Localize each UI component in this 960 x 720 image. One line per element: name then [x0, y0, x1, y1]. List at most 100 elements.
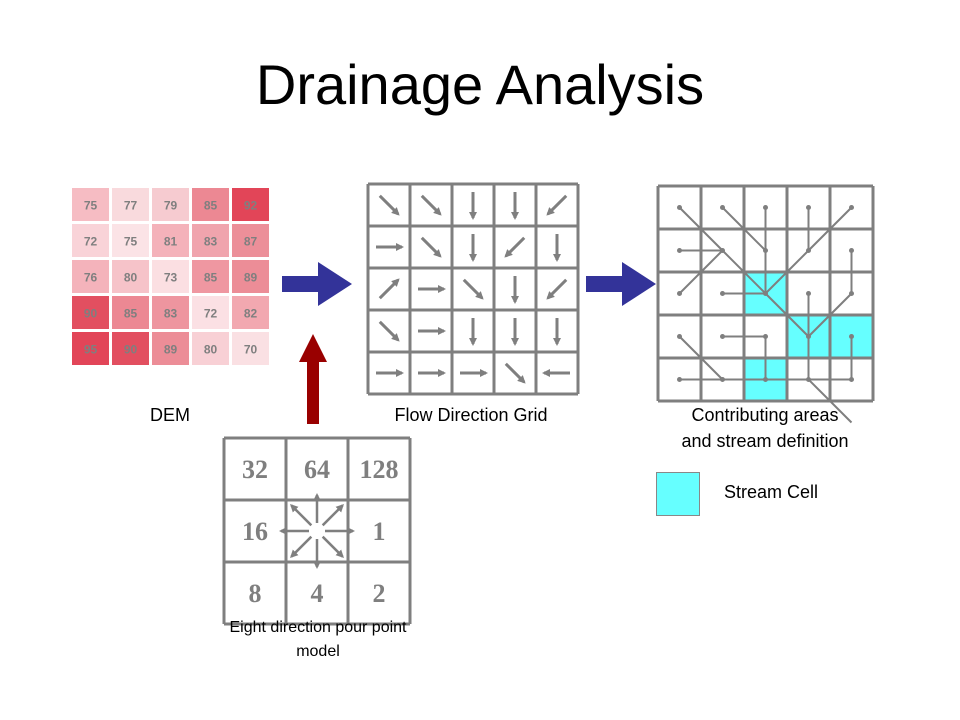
- dem-value: 72: [204, 307, 218, 321]
- pour-direction-code: 16: [242, 517, 268, 546]
- pour-direction-code: 32: [242, 455, 268, 484]
- dem-cell: [232, 224, 269, 257]
- page-title: Drainage Analysis: [255, 53, 705, 116]
- pour-direction-code: 8: [249, 579, 262, 608]
- flow-path-line: [764, 292, 810, 338]
- contrib-caption-line2: and stream definition: [681, 431, 849, 451]
- dem-value: 90: [84, 307, 98, 321]
- dem-value: 77: [124, 199, 138, 213]
- pour-point-caption-line1: Eight direction pour point: [229, 619, 407, 636]
- dem-value: 82: [244, 307, 258, 321]
- dem-cell: [192, 188, 229, 221]
- flow-path-line: [807, 206, 853, 252]
- cell-center-dot: [849, 334, 854, 339]
- stream-cell-legend-label: Stream Cell: [724, 482, 819, 502]
- flow-direction-arrow-icon: [378, 278, 400, 300]
- cell-center-dot: [806, 248, 811, 253]
- dem-cell: [72, 188, 109, 221]
- dem-value: 75: [124, 235, 138, 249]
- dem-cell: [192, 332, 229, 365]
- flow-direction-arrow-icon: [546, 278, 568, 300]
- dem-value: 73: [164, 271, 178, 285]
- cell-center-dot: [849, 291, 854, 296]
- pour-direction-code: 128: [360, 455, 399, 484]
- dem-cell: [192, 224, 229, 257]
- cell-center-dot: [677, 334, 682, 339]
- dem-cell: [72, 296, 109, 329]
- dem-cell: [72, 260, 109, 293]
- flow-direction-arrow-icon: [378, 320, 400, 342]
- dem-value: 80: [204, 343, 218, 357]
- dem-value: 85: [204, 271, 218, 285]
- dem-value: 85: [204, 199, 218, 213]
- flow-path-line: [721, 249, 767, 295]
- flow-direction-arrow-icon: [504, 236, 526, 258]
- pour-point-caption-line2: model: [296, 643, 340, 660]
- dem-value: 79: [164, 199, 178, 213]
- pour-direction-arrow-icon: [321, 504, 344, 527]
- stream-cell-legend-swatch: [656, 472, 700, 516]
- flow-direction-arrow-icon: [420, 236, 442, 258]
- cell-center-dot: [763, 377, 768, 382]
- pour-direction-code: 4: [311, 579, 324, 608]
- dem-cell: [152, 188, 189, 221]
- dem-value: 72: [84, 235, 98, 249]
- cell-center-dot: [849, 248, 854, 253]
- dem-cell: [232, 296, 269, 329]
- cell-center-dot: [677, 205, 682, 210]
- dem-value: 95: [84, 343, 98, 357]
- flow-direction-arrow-icon: [546, 194, 568, 216]
- flow-path-line: [764, 249, 810, 295]
- dem-cell: [72, 332, 109, 365]
- dem-value: 87: [244, 235, 258, 249]
- pour-direction-code: 64: [304, 455, 330, 484]
- cell-center-dot: [677, 377, 682, 382]
- dem-cell: [72, 224, 109, 257]
- cell-center-dot: [720, 291, 725, 296]
- dem-cell: [192, 296, 229, 329]
- cell-center-dot: [720, 377, 725, 382]
- flow-direction-arrow-icon: [462, 278, 484, 300]
- pour-direction-code: 1: [373, 517, 386, 546]
- cell-center-dot: [806, 291, 811, 296]
- flow-direction-arrow-icon: [420, 194, 442, 216]
- cell-center-dot: [763, 291, 768, 296]
- dem-cell: [152, 260, 189, 293]
- pour-direction-arrow-icon: [290, 535, 313, 558]
- dem-value: 89: [244, 271, 258, 285]
- dem-cell: [112, 296, 149, 329]
- flow-path-line: [721, 206, 767, 252]
- cell-center-dot: [849, 377, 854, 382]
- flow-path-line: [807, 292, 853, 338]
- process-arrow-dem-to-flow: [282, 262, 352, 306]
- dem-cell: [112, 224, 149, 257]
- dem-value: 89: [164, 343, 178, 357]
- flow-direction-arrow-icon: [504, 362, 526, 384]
- cell-center-dot: [763, 205, 768, 210]
- dem-cell: [112, 260, 149, 293]
- dem-value: 75: [84, 199, 98, 213]
- process-arrow-flow-to-contrib: [586, 262, 656, 306]
- cell-center-dot: [763, 248, 768, 253]
- flow-grid-caption: Flow Direction Grid: [394, 405, 548, 425]
- cell-center-dot: [763, 334, 768, 339]
- dem-cell: [232, 188, 269, 221]
- dem-value: 83: [164, 307, 178, 321]
- cell-center-dot: [720, 205, 725, 210]
- pour-point-caption: Eight direction pour point model: [186, 616, 450, 664]
- cell-center-dot: [720, 334, 725, 339]
- pour-direction-code: 2: [373, 579, 386, 608]
- flow-path-line: [678, 206, 724, 252]
- cell-center-dot: [806, 334, 811, 339]
- input-arrow-pour-to-flow: [299, 334, 327, 424]
- dem-value: 83: [204, 235, 218, 249]
- dem-cell: [152, 224, 189, 257]
- dem-value: 85: [124, 307, 138, 321]
- dem-value: 80: [124, 271, 138, 285]
- dem-cell: [152, 332, 189, 365]
- pour-point-model-grid: 32 64 128 16 1 8 4 2: [222, 436, 412, 626]
- flow-direction-arrow-icon: [378, 194, 400, 216]
- cell-center-dot: [849, 205, 854, 210]
- cell-center-dot: [806, 205, 811, 210]
